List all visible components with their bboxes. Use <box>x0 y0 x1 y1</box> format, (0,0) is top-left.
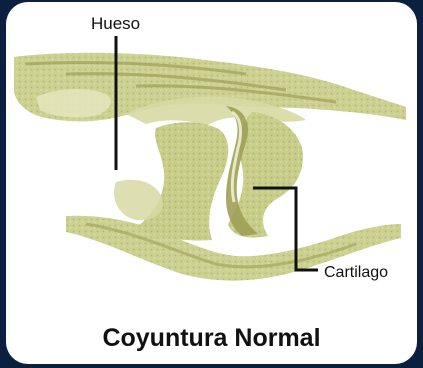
illustration-card: Hueso Cartilago Coyuntura Normal <box>6 2 417 364</box>
cartilage-label: Cartilago <box>324 264 388 282</box>
left-lower-blob <box>114 180 163 221</box>
joint-diagram <box>6 2 417 364</box>
left-bone-head <box>136 122 228 240</box>
bone-label: Hueso <box>91 14 140 34</box>
diagram-caption: Coyuntura Normal <box>6 324 417 353</box>
